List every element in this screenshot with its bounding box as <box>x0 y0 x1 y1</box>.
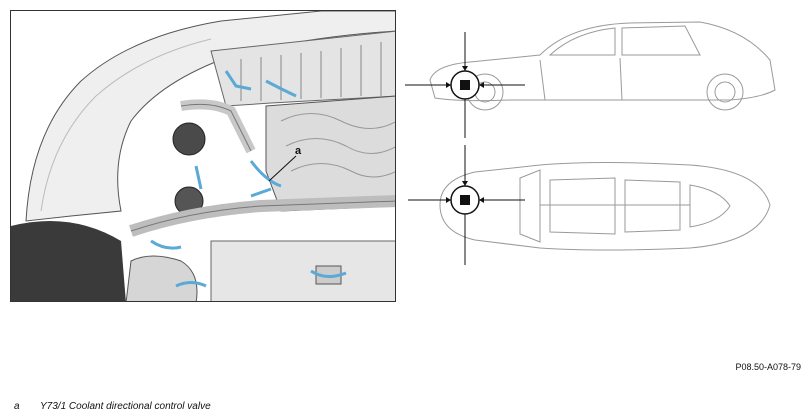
top-view-location-marker <box>408 145 525 265</box>
callout-a-label: a <box>295 145 302 157</box>
wheel-tire <box>11 221 126 301</box>
vehicle-diagrams <box>405 21 776 265</box>
lower-panel <box>210 240 395 301</box>
side-view-car <box>429 21 776 111</box>
vehicle-location-views <box>400 20 805 305</box>
top-view-car <box>439 162 771 251</box>
fender-panel <box>25 11 395 222</box>
coolant-lines <box>150 70 347 288</box>
engine-bay-drawing: a <box>11 11 395 301</box>
callout-leader-line <box>268 155 297 182</box>
legend-text: Y73/1 Coolant directional control valve <box>40 401 211 412</box>
filter-housing <box>172 122 206 156</box>
legend-key: a <box>14 401 20 412</box>
side-view-location-marker <box>405 32 525 138</box>
front-cowl <box>210 30 395 107</box>
figure-reference-code: P08.50-A078-79 <box>735 362 801 372</box>
engine-bay-illustration: a <box>10 10 396 302</box>
